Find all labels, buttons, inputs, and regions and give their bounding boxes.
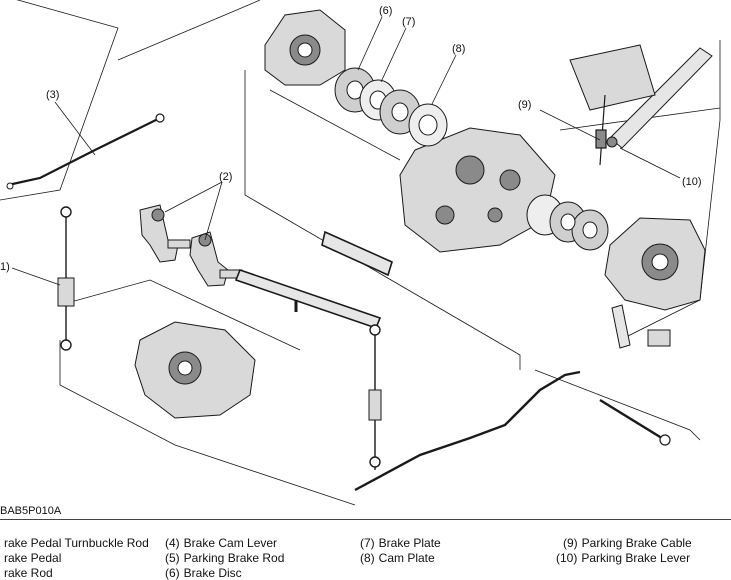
cross-shaft	[234, 230, 393, 330]
legend-label: Cam Plate	[378, 551, 435, 565]
legend-divider	[0, 519, 731, 520]
leader-line-6	[357, 16, 383, 71]
legend-number: (5)	[165, 551, 180, 565]
legend-number: (4)	[165, 536, 180, 550]
assembly-boundary-line	[59, 279, 301, 351]
legend-item: (5)Parking Brake Rod	[165, 551, 284, 565]
axle-housing-right	[604, 217, 706, 311]
axle-housing-left-upper	[264, 9, 346, 86]
assembly-boundary-line	[59, 340, 356, 506]
leader-line-9	[539, 109, 601, 141]
legend-item: rake Pedal	[0, 551, 61, 565]
callout-9: (9)	[518, 99, 531, 111]
parking-brake-arm	[611, 304, 671, 349]
leader-line-2	[204, 181, 223, 241]
legend-label: rake Pedal	[4, 551, 62, 565]
parking-brake-rod-5	[354, 370, 671, 492]
figure-code: BAB5P010A	[0, 505, 62, 517]
legend-item: (7)Brake Plate	[360, 536, 441, 550]
legend-label: rake Pedal Turnbuckle Rod	[4, 536, 149, 550]
transmission-case	[399, 127, 556, 253]
brake-disc-right	[526, 194, 609, 251]
legend-number: (6)	[165, 566, 180, 580]
leader-line-8	[431, 54, 457, 105]
legend-item: (9)Parking Brake Cable	[563, 536, 692, 550]
legend-label: Brake Plate	[378, 536, 441, 550]
leader-line-2	[164, 181, 223, 213]
legend-label: rake Rod	[4, 566, 53, 580]
brake-rod-3	[6, 113, 165, 190]
callout-3: (3)	[46, 89, 59, 101]
legend-number: (7)	[360, 536, 375, 550]
leader-line-7	[380, 27, 407, 83]
legend-item: (8)Cam Plate	[360, 551, 435, 565]
leader-line-3	[54, 101, 96, 156]
legend-label: Brake Disc	[183, 566, 242, 580]
legend-label: Brake Cam Lever	[183, 536, 278, 550]
callout-2: (2)	[219, 171, 232, 183]
legend-number: (9)	[563, 536, 578, 550]
callout-6: (6)	[379, 5, 392, 17]
callout-1: 1)	[0, 261, 10, 273]
legend-item: rake Rod	[0, 566, 53, 580]
legend-number: (8)	[360, 551, 375, 565]
parking-brake-cable-9	[595, 94, 607, 166]
brake-pedal-turnbuckle-rod-1	[57, 206, 75, 351]
legend-item: (10)Parking Brake Lever	[556, 551, 690, 565]
axle-housing-left-lower	[134, 321, 256, 419]
legend-item: (4)Brake Cam Lever	[165, 536, 277, 550]
brake-pedal-2	[139, 204, 243, 287]
parking-brake-lever-10	[569, 44, 713, 149]
callout-10: (10)	[682, 176, 702, 188]
legend-label: Parking Brake Cable	[581, 536, 692, 550]
cam-plate-8	[408, 103, 448, 147]
legend-number: (10)	[556, 551, 578, 565]
assembly-boundary-line	[269, 89, 401, 161]
assembly-boundary-line	[0, 0, 119, 201]
assembly-boundary-line	[244, 70, 521, 370]
assembly-boundary-line	[619, 40, 721, 341]
legend-label: Parking Brake Rod	[183, 551, 285, 565]
legend-item: (6)Brake Disc	[165, 566, 242, 580]
exploded-parts-diagram: 1) (2) (3) (6) (7) (8) (9) (10)	[0, 0, 721, 506]
assembly-boundary-line	[117, 0, 261, 61]
assembly-boundary-line	[534, 369, 701, 441]
brake-rod-right	[368, 324, 382, 470]
legend-item: rake Pedal Turnbuckle Rod	[0, 536, 149, 550]
legend-label: Parking Brake Lever	[581, 551, 691, 565]
leader-line-10	[619, 147, 681, 179]
leader-line-1	[11, 267, 61, 286]
callout-7: (7)	[402, 16, 415, 28]
callout-8: (8)	[452, 43, 465, 55]
